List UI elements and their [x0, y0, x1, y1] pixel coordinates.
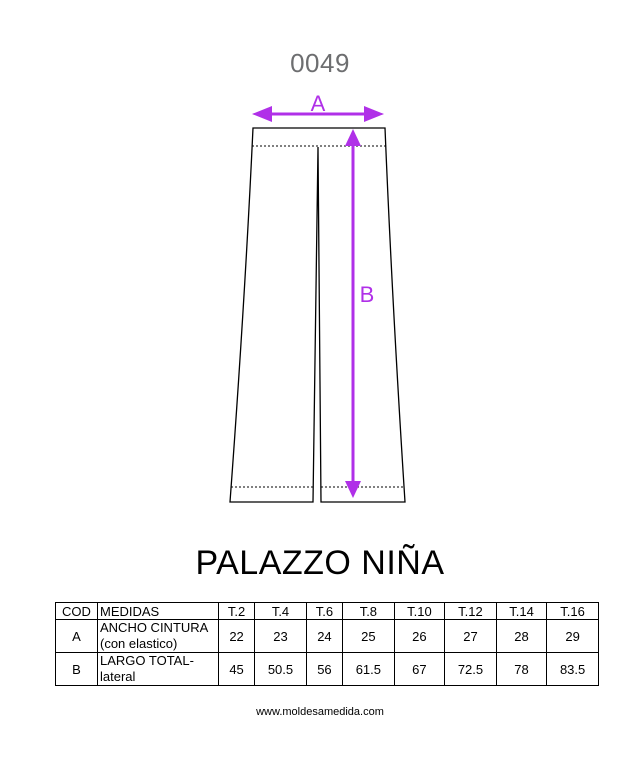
header-size: T.4 — [254, 602, 307, 620]
header-size: T.12 — [444, 602, 497, 620]
medida-line: (con elastico) — [100, 636, 178, 651]
row-cod: B — [55, 652, 98, 686]
size-table: COD MEDIDAS T.2 T.4 T.6 T.8 T.10 T.12 T.… — [55, 602, 599, 686]
table-cell: 78 — [495, 652, 548, 686]
header-size: T.8 — [341, 602, 395, 620]
table-header-row: COD MEDIDAS T.2 T.4 T.6 T.8 T.10 T.12 T.… — [55, 602, 599, 620]
table-cell: 50.5 — [254, 652, 307, 686]
table-cell: 22 — [217, 619, 256, 653]
row-cod: A — [55, 619, 98, 653]
table-cell: 25 — [341, 619, 395, 653]
header-size: T.10 — [393, 602, 446, 620]
header-medidas: MEDIDAS — [97, 602, 219, 620]
header-size: T.16 — [546, 602, 599, 620]
header-size: T.2 — [217, 602, 256, 620]
table-cell: 24 — [305, 619, 343, 653]
row-medida: LARGO TOTAL- lateral — [97, 652, 219, 686]
table-cell: 61.5 — [341, 652, 395, 686]
table-cell: 26 — [393, 619, 446, 653]
table-cell: 28 — [495, 619, 548, 653]
table-cell: 29 — [546, 619, 599, 653]
garment-title: PALAZZO NIÑA — [195, 544, 445, 582]
table-cell: 83.5 — [546, 652, 599, 686]
table-cell: 27 — [444, 619, 497, 653]
measure-a-arrow — [252, 106, 384, 122]
measure-a-label: A — [311, 91, 326, 116]
measure-b-arrow — [345, 129, 361, 498]
footer-url[interactable]: www.moldesamedida.com — [256, 706, 384, 718]
table-cell: 45 — [217, 652, 256, 686]
medida-line: ANCHO CINTURA — [100, 620, 209, 635]
header-size: T.6 — [305, 602, 343, 620]
pattern-code: 0049 — [290, 48, 350, 78]
table-row: B LARGO TOTAL- lateral 45 50.5 56 61.5 6… — [55, 652, 599, 686]
table-row: A ANCHO CINTURA (con elastico) 22 23 24 … — [55, 619, 599, 653]
measure-b-label: B — [360, 282, 375, 307]
table-cell: 56 — [305, 652, 343, 686]
medida-line: lateral — [100, 669, 136, 684]
header-cod: COD — [55, 602, 98, 620]
pants-diagram: A B — [229, 91, 406, 503]
medida-line: LARGO TOTAL- — [100, 653, 194, 668]
header-size: T.14 — [495, 602, 548, 620]
table-cell: 67 — [393, 652, 446, 686]
row-medida: ANCHO CINTURA (con elastico) — [97, 619, 219, 653]
table-cell: 72.5 — [444, 652, 497, 686]
pants-outline — [229, 127, 406, 503]
table-cell: 23 — [254, 619, 307, 653]
